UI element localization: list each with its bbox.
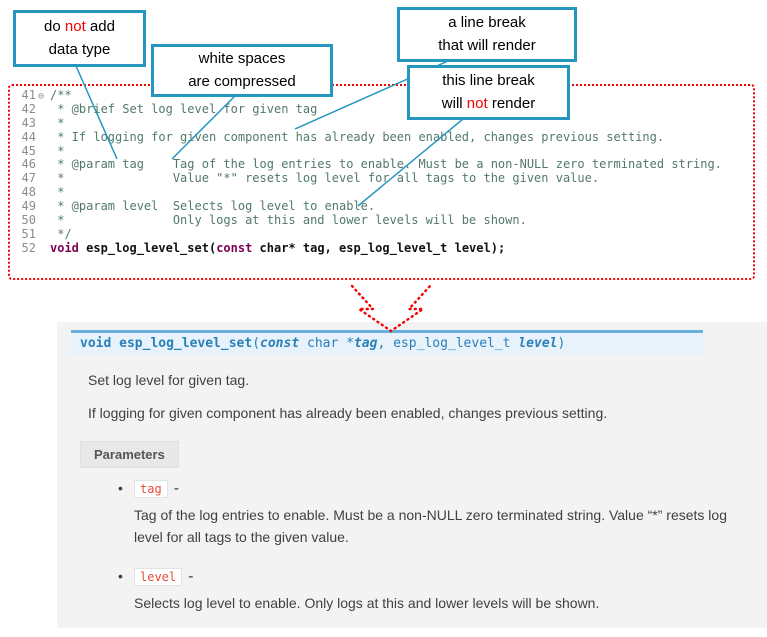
code-text: */ [50,226,72,241]
doc-brief-paragraph: Set log level for given tag. [88,372,250,388]
line-number: 44 [21,129,36,144]
code-line-43: 43 * [14,115,753,131]
signature-param-level: level [518,336,558,351]
line-number: 43 [21,115,36,130]
callout-line-break-will-not-render: this line break will not render [407,65,570,120]
signature-text: ) [557,336,566,351]
code-text: ( [208,240,217,255]
code-line-50: 50 * Only logs at this and lower levels … [14,213,753,228]
callout-line: will not render [441,94,536,112]
code-text: * [50,185,65,200]
callout-white-spaces-compressed: white spaces are compressed [151,44,333,97]
line-number: 50 [21,213,36,228]
code-text: * [50,115,65,130]
signature-const-keyword: const [260,336,300,351]
bullet-icon: • [118,480,123,496]
code-text: * Value "*" resets log level for all tag… [50,171,600,186]
code-line-42: 42 * @brief Set log level for given tag [14,101,753,117]
callout-line-break-will-render: a line break that will render [397,7,577,62]
signature-return-type: void [80,336,120,351]
code-line-44: 44 * If logging for given component has … [14,129,753,145]
callout-line: that will render [438,36,536,54]
line-number: 45 [21,143,36,158]
code-text: * [50,143,65,158]
callout-line: do not add [44,18,115,35]
param-description: Selects log level to enable. Only logs a… [134,595,600,612]
line-number: 46 [21,157,36,172]
callout-line: this line break [442,72,535,89]
emphasis-not: not [466,94,488,112]
code-text: char* tag, esp_log_level_t level); [252,240,506,255]
callout-line: a line break [448,14,526,31]
line-number: 51 [21,226,36,241]
code-text: * If logging for given component has alr… [50,129,665,144]
function-name: esp_log_level_set [86,240,209,255]
line-number: 42 [21,101,36,116]
line-number: 47 [21,171,36,186]
code-editor-snippet: 41⊖ /** 42 * @brief Set log level for giv… [8,84,755,280]
signature-param-tag: tag [353,336,378,351]
code-line-46: 46 * @param tag Tag of the log entries t… [14,158,753,172]
param-name-chip: tag [134,480,168,498]
code-text: /** [50,88,72,102]
line-number: 41 [21,88,36,102]
code-line-41: 41⊖ /** [14,88,753,103]
signature-text: esp_log_level_t [393,336,519,351]
callout-line: are compressed [188,72,296,90]
param-dash: - [188,568,194,586]
param-name-chip: level [134,568,183,587]
fold-toggle-icon[interactable]: ⊖ [38,91,45,102]
code-line-52: 52 void esp_log_level_set(const char* tag… [14,240,753,256]
line-number: 48 [21,185,36,200]
rendered-docs-panel: void esp_log_level_set(const char *tag, … [57,322,767,628]
parameters-label: Parameters [80,441,179,468]
param-dash: - [173,480,180,497]
param-item-level: • level- Selects log level to enable. Onl… [118,568,767,615]
callout-line: white spaces [198,50,286,67]
emphasis-not: not [64,18,86,35]
line-number: 49 [21,199,36,214]
signature-text: ( [252,336,261,351]
callout-do-not-add-data-type: do not add data type [13,10,146,67]
param-description: Tag of the log entries to enable. Must b… [134,507,727,545]
function-signature: void esp_log_level_set(const char *tag, … [71,330,703,355]
signature-text: , [377,336,394,351]
code-text: * @brief Set log level for given tag [50,101,318,116]
code-text: * @param tag Tag of the log entries to e… [50,157,722,172]
code-text: * Only logs at this and lower levels wil… [50,213,527,228]
keyword-void: void [50,240,87,255]
code-line-49: 49 * @param level Selects log level to e… [14,199,753,214]
code-line-48: 48 * [14,185,753,200]
param-item-tag: • tag- Tag of the log entries to enable. … [118,480,767,548]
bullet-icon: • [118,568,123,585]
signature-text: char * [299,336,354,351]
doc-detail-paragraph: If logging for given component has alrea… [88,405,608,421]
code-line-47: 47 * Value "*" resets log level for all … [14,171,753,186]
code-line-51: 51 */ [14,226,753,242]
code-text: * @param level Selects log level to enab… [50,199,376,214]
parameter-list: •tag- Tag of the log entries to enable. … [118,480,767,615]
callout-line: data type [48,40,111,58]
code-line-45: 45 * [14,143,753,159]
signature-function-name: esp_log_level_set [119,336,253,351]
keyword-const: const [216,240,253,255]
line-number: 52 [21,240,36,255]
